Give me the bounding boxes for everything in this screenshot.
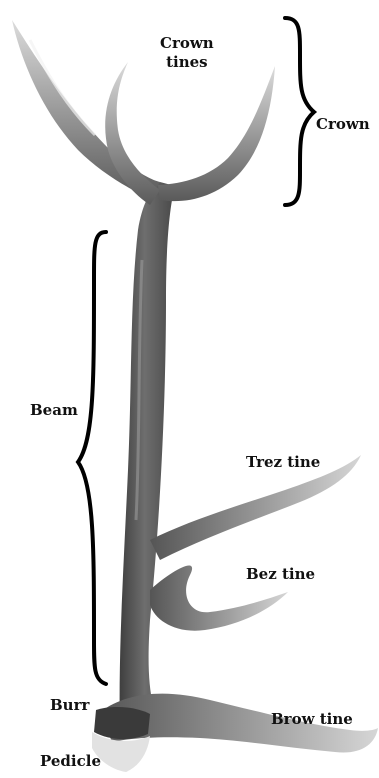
crown-bracket bbox=[285, 18, 314, 205]
burr-shape bbox=[94, 707, 150, 739]
burr-label: Burr bbox=[50, 696, 89, 715]
crown-tines-label-line1: Crown bbox=[160, 34, 214, 53]
crown-middle-tine bbox=[105, 62, 160, 205]
crown-tines-label: Crown tines bbox=[160, 34, 214, 72]
crown-right-tine bbox=[158, 66, 275, 201]
beam-bracket bbox=[78, 232, 106, 684]
crown-tines-label-line2: tines bbox=[160, 53, 214, 72]
trez-tine-label: Trez tine bbox=[246, 453, 320, 472]
beam-label: Beam bbox=[30, 401, 78, 420]
crown-label: Crown bbox=[316, 115, 370, 134]
pedicle-label: Pedicle bbox=[40, 752, 101, 771]
beam-shape bbox=[120, 182, 175, 735]
bez-tine-label: Bez tine bbox=[246, 565, 315, 584]
brow-tine-label: Brow tine bbox=[271, 710, 353, 729]
